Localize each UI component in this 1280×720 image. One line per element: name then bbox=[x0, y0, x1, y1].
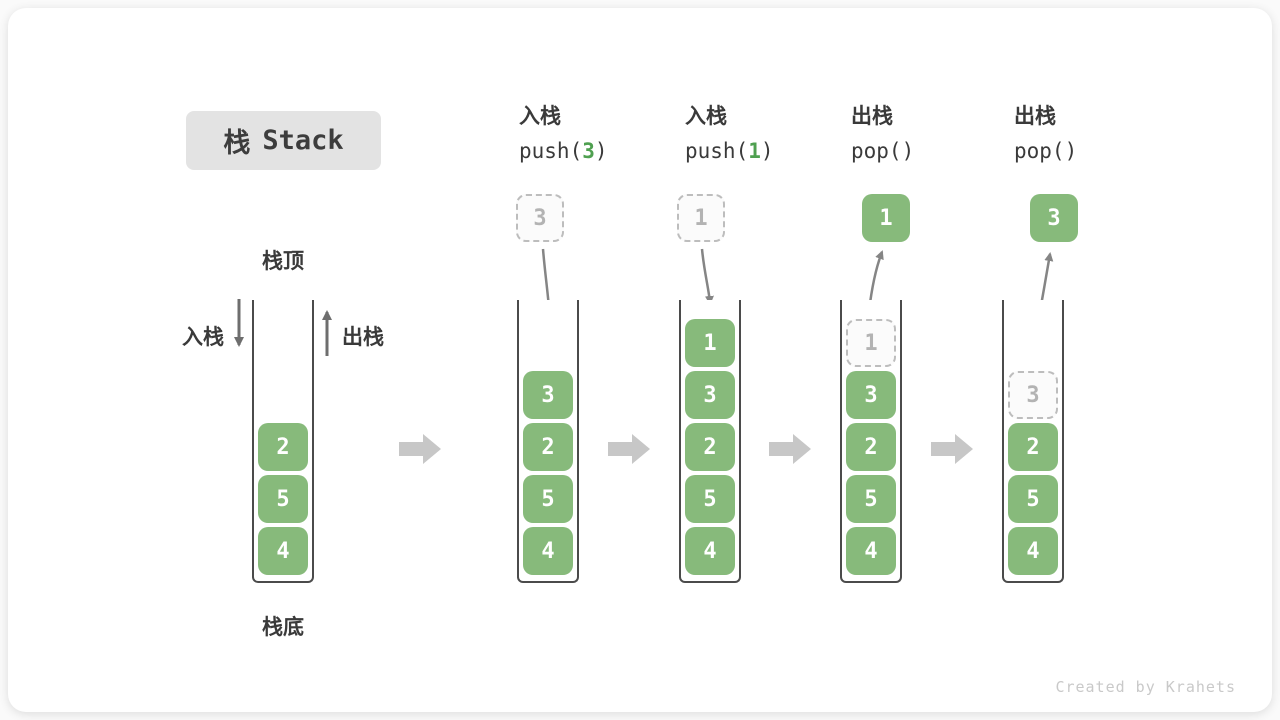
stack-cell: 3 bbox=[523, 371, 573, 419]
stack-cell: 4 bbox=[1008, 527, 1058, 575]
watermark: Created by Krahets bbox=[1055, 678, 1236, 696]
floating-value-box: 3 bbox=[1030, 194, 1078, 242]
stack-cell: 1 bbox=[685, 319, 735, 367]
stack-bottom-label: 栈底 bbox=[262, 616, 304, 639]
stack-cell: 5 bbox=[523, 475, 573, 523]
floating-value-box: 1 bbox=[677, 194, 725, 242]
op-code: pop() bbox=[1014, 139, 1078, 163]
title-en: Stack bbox=[262, 125, 344, 156]
op-code: push(3) bbox=[519, 139, 608, 163]
stack-cell: 4 bbox=[846, 527, 896, 575]
title-box: 栈 Stack bbox=[186, 111, 381, 170]
stack-cell: 3 bbox=[685, 371, 735, 419]
stack-top-label: 栈顶 bbox=[262, 250, 304, 273]
op-code: push(1) bbox=[685, 139, 774, 163]
pop-label: 出栈 bbox=[342, 326, 384, 349]
op-label: 入栈 bbox=[685, 105, 727, 128]
op-label: 入栈 bbox=[519, 105, 561, 128]
stack-cell: 3 bbox=[846, 371, 896, 419]
stack-cell: 4 bbox=[258, 527, 308, 575]
op-label: 出栈 bbox=[1014, 105, 1056, 128]
stack-cell: 4 bbox=[523, 527, 573, 575]
title-zh: 栈 bbox=[223, 128, 251, 158]
step-header-pop-3: 出栈 pop() bbox=[1014, 106, 1077, 162]
stack-cell: 5 bbox=[846, 475, 896, 523]
stack-cell: 3 bbox=[1008, 371, 1058, 419]
step-header-push-1: 入栈 push(1) bbox=[685, 106, 774, 162]
stack-cell: 5 bbox=[685, 475, 735, 523]
stack-cell: 2 bbox=[258, 423, 308, 471]
stack-cell: 5 bbox=[1008, 475, 1058, 523]
stack-cell: 2 bbox=[1008, 423, 1058, 471]
step-header-pop-1: 出栈 pop() bbox=[851, 106, 914, 162]
stack-cell: 1 bbox=[846, 319, 896, 367]
stack-cell: 4 bbox=[685, 527, 735, 575]
stack-cell: 5 bbox=[258, 475, 308, 523]
floating-value-box: 3 bbox=[516, 194, 564, 242]
push-label: 入栈 bbox=[182, 326, 224, 349]
floating-value-box: 1 bbox=[862, 194, 910, 242]
stack-cell: 2 bbox=[846, 423, 896, 471]
stack-cell: 2 bbox=[685, 423, 735, 471]
op-label: 出栈 bbox=[851, 105, 893, 128]
step-header-push-3: 入栈 push(3) bbox=[519, 106, 608, 162]
op-code: pop() bbox=[851, 139, 915, 163]
stack-cell: 2 bbox=[523, 423, 573, 471]
